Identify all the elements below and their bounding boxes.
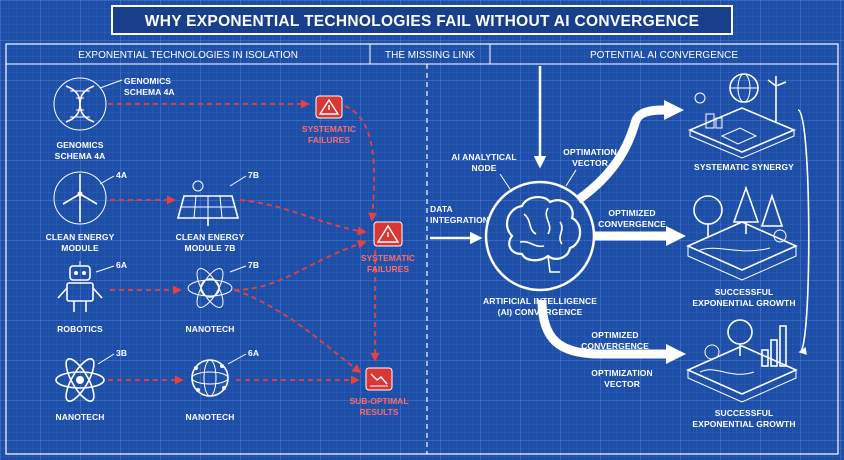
- arrow-to-synergy: [575, 105, 665, 204]
- convergence-1-line1: OPTIMIZED: [608, 208, 655, 218]
- solar-label-2: MODULE 7B: [185, 243, 236, 253]
- atom-icon: [55, 358, 105, 402]
- ai-node-label-1: AI ANALYTICAL: [451, 152, 516, 162]
- convergence-2-line1: OPTIMIZED: [591, 330, 638, 340]
- genomics-tag-1: GENOMICS: [124, 76, 171, 86]
- failure-paths: [108, 99, 380, 385]
- failure-3-line1: SUB-OPTIMAL: [349, 396, 408, 406]
- nanotech-label-3: NANOTECH: [186, 412, 235, 422]
- robotics-tag: 6A: [116, 260, 127, 270]
- solar-tag: 7B: [248, 170, 259, 180]
- growth-2-line1: SUCCESSFUL: [715, 408, 774, 418]
- failure-3-line2: RESULTS: [359, 407, 398, 417]
- growth-1-line1: SUCCESSFUL: [715, 287, 774, 297]
- growth-1-line2: EXPONENTIAL GROWTH: [692, 298, 795, 308]
- genomics-label-2: SCHEMA 4A: [55, 151, 106, 161]
- data-integration-2: INTEGRATION: [430, 215, 489, 225]
- path-failure1-failure2: [344, 105, 378, 222]
- optimation-vector-2: VECTOR: [572, 158, 608, 168]
- genomics-tag-2: SCHEMA 4A: [124, 87, 175, 97]
- warning-icon-1: [315, 95, 343, 119]
- systematic-synergy-label: SYSTEMATIC SYNERGY: [694, 162, 794, 172]
- forest-growth-icon: [686, 185, 798, 281]
- optimization-vector-1: OPTIMIZATION: [591, 368, 652, 378]
- path-nano-failure3: [234, 289, 362, 374]
- wind-turbine-icon: [53, 171, 107, 225]
- solar-panel-icon: [176, 180, 240, 226]
- warning-icon-2: [373, 221, 403, 247]
- atom-tag: 3B: [116, 348, 127, 358]
- growth-2-line2: EXPONENTIAL GROWTH: [692, 419, 795, 429]
- synergy-city-icon: [687, 73, 797, 159]
- page-title: WHY EXPONENTIAL TECHNOLOGIES FAIL WITHOU…: [145, 13, 699, 30]
- chart-down-icon: [365, 367, 393, 391]
- failure-2-line2: FAILURES: [367, 264, 409, 274]
- nanotech-label-2: NANOTECH: [56, 412, 105, 422]
- arrow-to-growth-2: [537, 299, 666, 359]
- section-isolation: EXPONENTIAL TECHNOLOGIES IN ISOLATION: [78, 50, 298, 61]
- section-convergence: POTENTIAL AI CONVERGENCE: [590, 50, 738, 61]
- robot-icon: [57, 261, 103, 312]
- failure-2-line1: SYSTEMATIC: [361, 253, 415, 263]
- section-missing-link: THE MISSING LINK: [385, 50, 475, 61]
- clean-energy-tag: 4A: [116, 170, 127, 180]
- optimization-vector-2: VECTOR: [604, 379, 640, 389]
- nano-sphere-icon: [191, 359, 229, 397]
- robotics-label: ROBOTICS: [57, 324, 103, 334]
- molecule-icon: [187, 268, 233, 308]
- dna-icon: [53, 77, 107, 131]
- outer-frame: [5, 43, 839, 455]
- genomics-label-1: GENOMICS: [56, 140, 103, 150]
- optimation-vector-1: OPTIMATION: [563, 147, 617, 157]
- nanotech-label-1: NANOTECH: [186, 324, 235, 334]
- solar-label-1: CLEAN ENERGY: [176, 232, 245, 242]
- nanotech-1-tag: 7B: [248, 260, 259, 270]
- failure-1-line2: FAILURES: [308, 135, 350, 145]
- ai-node-label-2: NODE: [472, 163, 497, 173]
- convergence-1-line2: CONVERGENCE: [598, 219, 666, 229]
- path-solar-failure2: [239, 199, 367, 236]
- convergence-2-line2: CONVERGENCE: [581, 341, 649, 351]
- path-nano-failure2: [233, 239, 367, 291]
- clean-energy-label-1: CLEAN ENERGY: [46, 232, 115, 242]
- growth-chart-landscape-icon: [686, 319, 798, 403]
- nanotech-2-tag: 6A: [248, 348, 259, 358]
- title-box: [111, 5, 733, 35]
- clean-energy-label-2: MODULE: [61, 243, 99, 253]
- data-integration-1: DATA: [430, 204, 453, 214]
- feedback-loop-line: [797, 109, 810, 355]
- failure-1-line1: SYSTEMATIC: [302, 124, 356, 134]
